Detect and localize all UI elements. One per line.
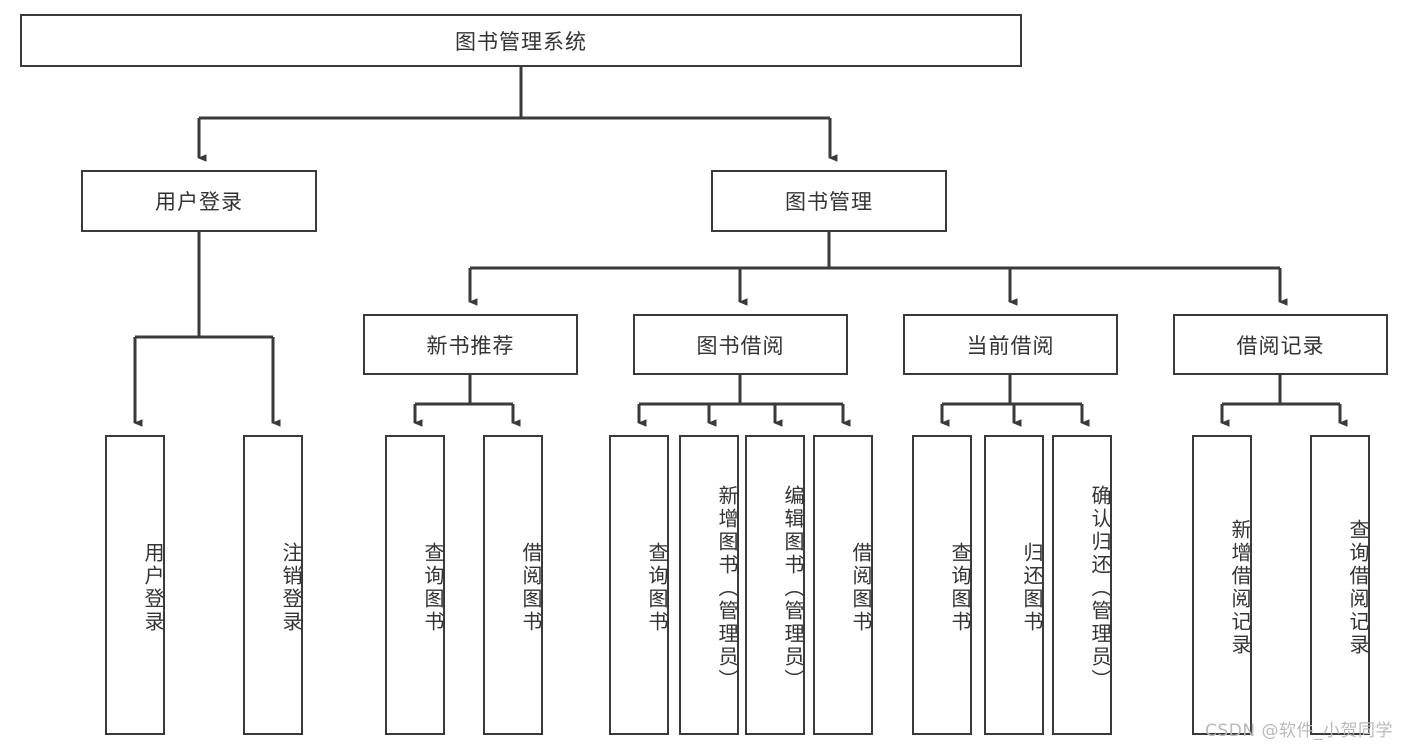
node-borrow-record[interactable]: 借阅记录 [1173, 314, 1388, 375]
node-leaf-bb-borrow-book[interactable]: 借阅图书 [813, 435, 873, 735]
node-leaf-cb-query-book-label: 查询图书 [948, 542, 972, 634]
watermark-text: CSDN @软件_小贺同学 [1205, 721, 1393, 741]
node-leaf-bb-borrow-book-label: 借阅图书 [849, 542, 873, 634]
node-book-management[interactable]: 图书管理 [711, 170, 947, 232]
node-leaf-bb-add-book-label: 新增图书（管理员） [715, 484, 739, 692]
node-leaf-cb-return-book[interactable]: 归还图书 [984, 435, 1044, 735]
node-leaf-cb-return-book-label: 归还图书 [1020, 542, 1044, 634]
node-root-label: 图书管理系统 [455, 29, 587, 54]
node-leaf-bb-edit-book-label: 编辑图书（管理员） [781, 484, 805, 692]
node-new-book-rec-label: 新书推荐 [426, 333, 515, 358]
node-root[interactable]: 图书管理系统 [20, 14, 1022, 67]
node-leaf-bb-edit-book[interactable]: 编辑图书（管理员） [745, 435, 805, 735]
node-leaf-br-add-record[interactable]: 新增借阅记录 [1192, 435, 1252, 735]
node-leaf-bb-query-book[interactable]: 查询图书 [609, 435, 669, 735]
node-book-management-label: 图书管理 [785, 190, 873, 214]
node-leaf-nbr-query-book-label: 查询图书 [421, 542, 445, 634]
node-book-borrow[interactable]: 图书借阅 [633, 314, 848, 375]
node-current-borrow[interactable]: 当前借阅 [903, 314, 1118, 375]
node-leaf-bb-add-book[interactable]: 新增图书（管理员） [679, 435, 739, 735]
node-leaf-br-query-record-label: 查询借阅记录 [1346, 519, 1370, 657]
node-leaf-bb-query-book-label: 查询图书 [645, 542, 669, 634]
node-user-login-label: 用户登录 [155, 190, 243, 214]
node-leaf-user-logout[interactable]: 注销登录 [243, 435, 303, 735]
node-leaf-br-add-record-label: 新增借阅记录 [1228, 519, 1252, 657]
node-current-borrow-label: 当前借阅 [966, 333, 1055, 358]
node-leaf-cb-confirm-return[interactable]: 确认归还（管理员） [1052, 435, 1112, 735]
node-borrow-record-label: 借阅记录 [1236, 333, 1325, 358]
node-leaf-nbr-borrow-book[interactable]: 借阅图书 [483, 435, 543, 735]
node-leaf-nbr-query-book[interactable]: 查询图书 [385, 435, 445, 735]
node-leaf-user-logout-label: 注销登录 [279, 542, 303, 634]
node-leaf-cb-confirm-return-label: 确认归还（管理员） [1088, 484, 1112, 692]
node-new-book-rec[interactable]: 新书推荐 [363, 314, 578, 375]
node-leaf-nbr-borrow-book-label: 借阅图书 [519, 542, 543, 634]
node-leaf-user-login[interactable]: 用户登录 [105, 435, 165, 735]
node-leaf-cb-query-book[interactable]: 查询图书 [912, 435, 972, 735]
node-leaf-user-login-label: 用户登录 [141, 542, 165, 634]
node-user-login[interactable]: 用户登录 [81, 170, 317, 232]
node-leaf-br-query-record[interactable]: 查询借阅记录 [1310, 435, 1370, 735]
node-book-borrow-label: 图书借阅 [696, 333, 785, 358]
